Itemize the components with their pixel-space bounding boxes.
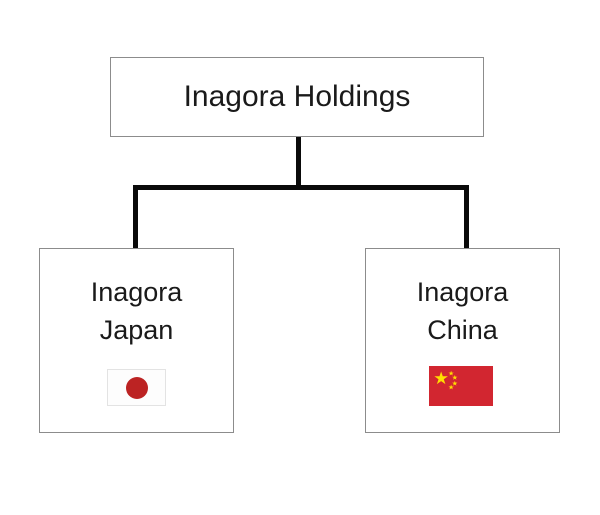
connector-drop-china (464, 185, 469, 249)
connector-horizontal-bar (133, 185, 469, 190)
node-label-japan-line1: Inagora (90, 277, 183, 307)
node-label-china-line2: China (427, 315, 498, 346)
japan-flag-sun-disc (125, 376, 148, 399)
node-label-japan-line2: Japan (99, 315, 174, 346)
japan-flag-icon (107, 369, 166, 406)
node-label-china-line1: Inagora (416, 277, 509, 307)
china-flag-stars (430, 367, 492, 405)
node-label-root: Inagora Holdings (183, 80, 411, 114)
connector-drop-japan (133, 185, 138, 249)
node-inagora-holdings[interactable]: Inagora Holdings (110, 57, 484, 137)
connector-stem-root (296, 137, 301, 189)
china-flag-icon (429, 366, 493, 406)
